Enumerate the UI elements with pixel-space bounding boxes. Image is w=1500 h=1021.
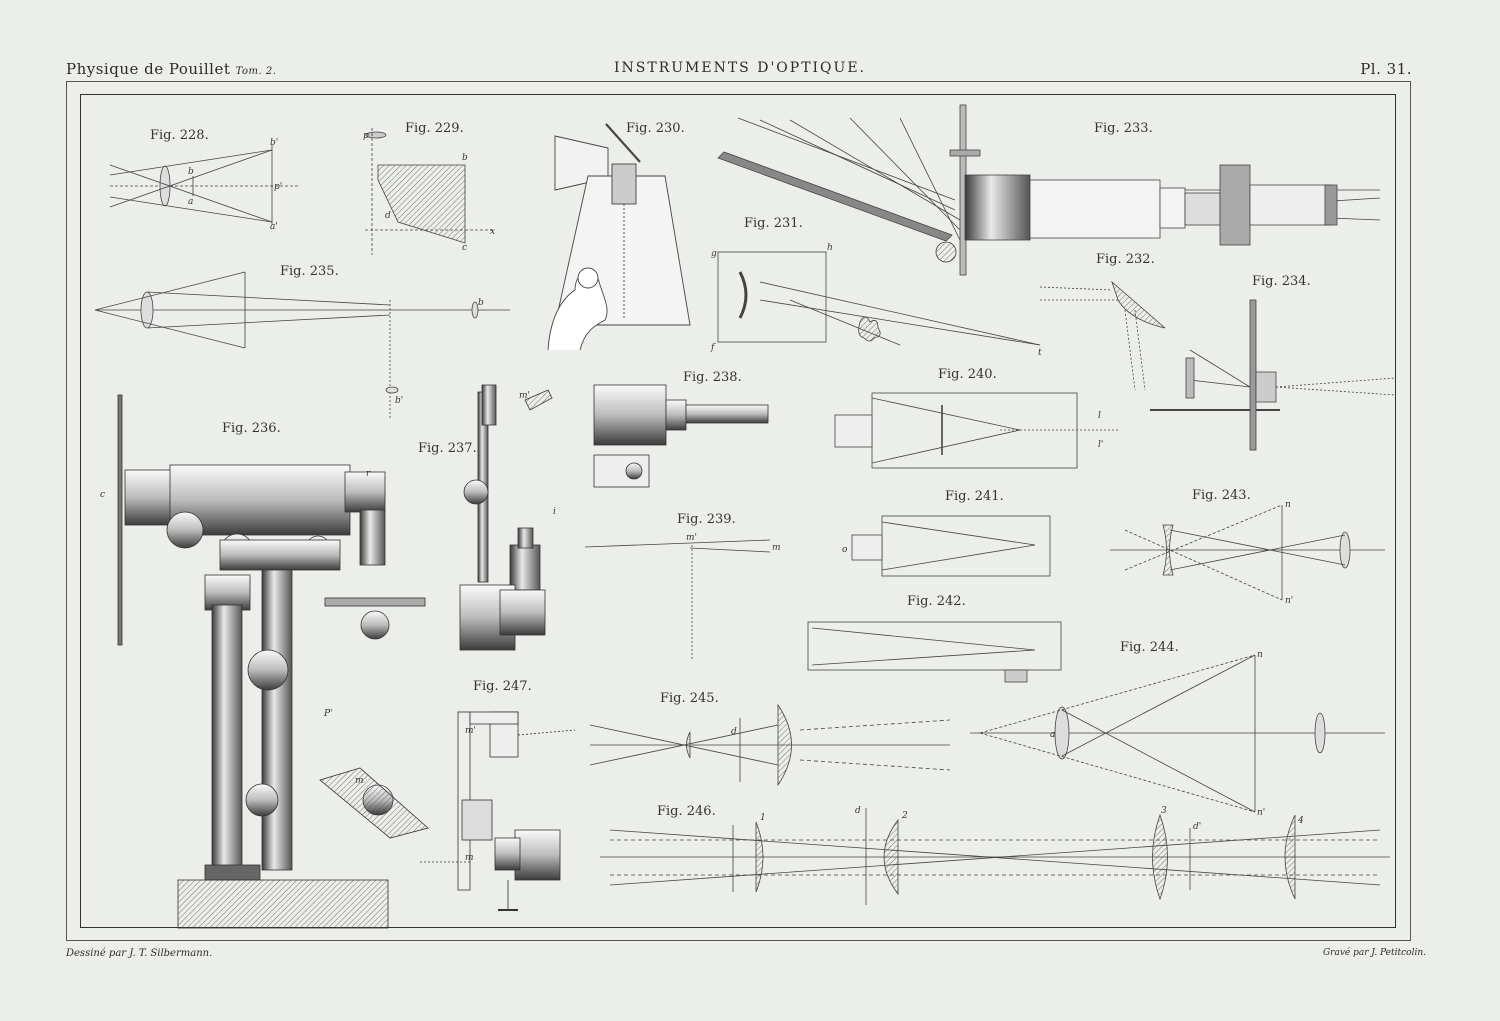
figure-232: Fig. 232. (1039, 252, 1166, 391)
figure-234: Fig. 234. (1150, 274, 1396, 451)
fig-232-label: Fig. 232. (1096, 252, 1155, 267)
fig-235-label: Fig. 235. (280, 264, 339, 279)
fig-233-label: Fig. 233. (1094, 121, 1153, 136)
letter-n: n (1285, 500, 1291, 510)
fig-237-label: Fig. 237. (418, 441, 477, 456)
fig-231-label: Fig. 231. (744, 216, 803, 231)
fig-234-label: Fig. 234. (1252, 274, 1311, 289)
letter-o: o (842, 545, 848, 555)
figure-231: Fig. 231. g h f t (710, 216, 1042, 358)
letter-b: b (478, 298, 484, 308)
inner-frame (80, 94, 1396, 928)
lens-number-3: 3 (1161, 806, 1167, 816)
letter-b: b (462, 153, 468, 163)
letter-p: p (363, 131, 369, 141)
header-left: Physique de Pouillet Tom. 2. (66, 60, 276, 78)
figure-237: Fig. 237. m' i (418, 384, 556, 651)
letter-d-prime: d' (1193, 822, 1201, 832)
figure-240: Fig. 240. l l' (834, 367, 1120, 469)
letter-m-prime: m' (519, 391, 530, 401)
plate-title: INSTRUMENTS D'OPTIQUE. (613, 60, 867, 76)
letter-x: x (490, 227, 495, 237)
fig-245-label: Fig. 245. (660, 691, 719, 706)
fig-229-label: Fig. 229. (405, 121, 464, 136)
book-title: Physique de Pouillet (66, 60, 231, 78)
letter-m-prime: m' (686, 533, 697, 543)
letter-n-prime: n' (1257, 808, 1265, 818)
fig-236-label: Fig. 236. (222, 421, 281, 436)
drawn-by-credit: Dessiné par J. T. Silbermann. (66, 948, 213, 959)
letter-d: d (385, 211, 391, 221)
figure-228: Fig. 228. b' a' p' b a (109, 128, 300, 232)
figure-241: Fig. 241. o (842, 489, 1051, 577)
figure-242: Fig. 242. (807, 594, 1062, 683)
fig-240-label: Fig. 240. (938, 367, 997, 382)
figure-229: Fig. 229. p b c d x (363, 121, 495, 255)
fig-242-label: Fig. 242. (907, 594, 966, 609)
fig-243-label: Fig. 243. (1192, 488, 1251, 503)
fig-239-label: Fig. 239. (677, 512, 736, 527)
lens-number-1: 1 (760, 813, 766, 823)
letter-t: t (1038, 348, 1042, 358)
letter-f: f (710, 343, 716, 353)
figure-230: Fig. 230. (547, 121, 691, 351)
figure-247: Fig. 247. m' m (420, 679, 576, 911)
fig-244-label: Fig. 244. (1120, 640, 1179, 655)
letter-d: d (855, 806, 861, 816)
letter-i: i (553, 507, 556, 517)
letter-n-prime: n' (1285, 596, 1293, 606)
figure-246: Fig. 246. 1 2 3 4 d d' (600, 804, 1390, 905)
figure-243: Fig. 243. n n' (1110, 488, 1385, 606)
letter-c: c (462, 243, 467, 253)
figure-239: Fig. 239. m m' (584, 512, 781, 660)
letter-g: g (711, 249, 717, 259)
fig-247-label: Fig. 247. (473, 679, 532, 694)
fig-228-label: Fig. 228. (150, 128, 209, 143)
letter-a-prime: a' (270, 222, 278, 232)
figure-233: Fig. 233. (717, 104, 1381, 276)
letter-l: l (1098, 411, 1101, 421)
letter-m: m (465, 853, 474, 863)
lens-number-4: 4 (1297, 816, 1304, 826)
figure-244: Fig. 244. n n' a (970, 640, 1385, 818)
fig-238-label: Fig. 238. (683, 370, 742, 385)
outer-frame (66, 81, 1411, 941)
fig-241-label: Fig. 241. (945, 489, 1004, 504)
letter-c: c (100, 490, 105, 500)
plate-number: Pl. 31. (1360, 60, 1412, 78)
letter-b: b (188, 167, 194, 177)
letter-h: h (827, 243, 833, 253)
figure-245: Fig. 245. d (589, 691, 951, 787)
fig-230-label: Fig. 230. (626, 121, 685, 136)
letter-n: n (1257, 650, 1263, 660)
letter-d: d (731, 727, 737, 737)
figure-235: Fig. 235. b b' (94, 264, 510, 420)
letter-p-prime: p' (274, 182, 282, 192)
letter-r: r (366, 469, 371, 479)
letter-m-prime: m' (465, 726, 476, 736)
fig-246-label: Fig. 246. (657, 804, 716, 819)
letter-b-prime: b' (395, 396, 403, 406)
letter-m: m (355, 776, 364, 786)
figure-236: Fig. 236. r c m P' (100, 394, 429, 929)
letter-l-prime: l' (1098, 440, 1103, 450)
letter-m: m (772, 543, 781, 553)
letter-b-prime: b' (270, 138, 278, 148)
volume-label: Tom. 2. (235, 66, 277, 77)
lens-number-2: 2 (901, 811, 908, 821)
letter-a: a (188, 197, 193, 207)
letter-a: a (1050, 730, 1055, 740)
engraved-by-credit: Gravé par J. Petitcolin. (1322, 948, 1426, 958)
letter-p-prime-cap: P' (323, 709, 333, 719)
figure-238: Fig. 238. (593, 370, 769, 488)
